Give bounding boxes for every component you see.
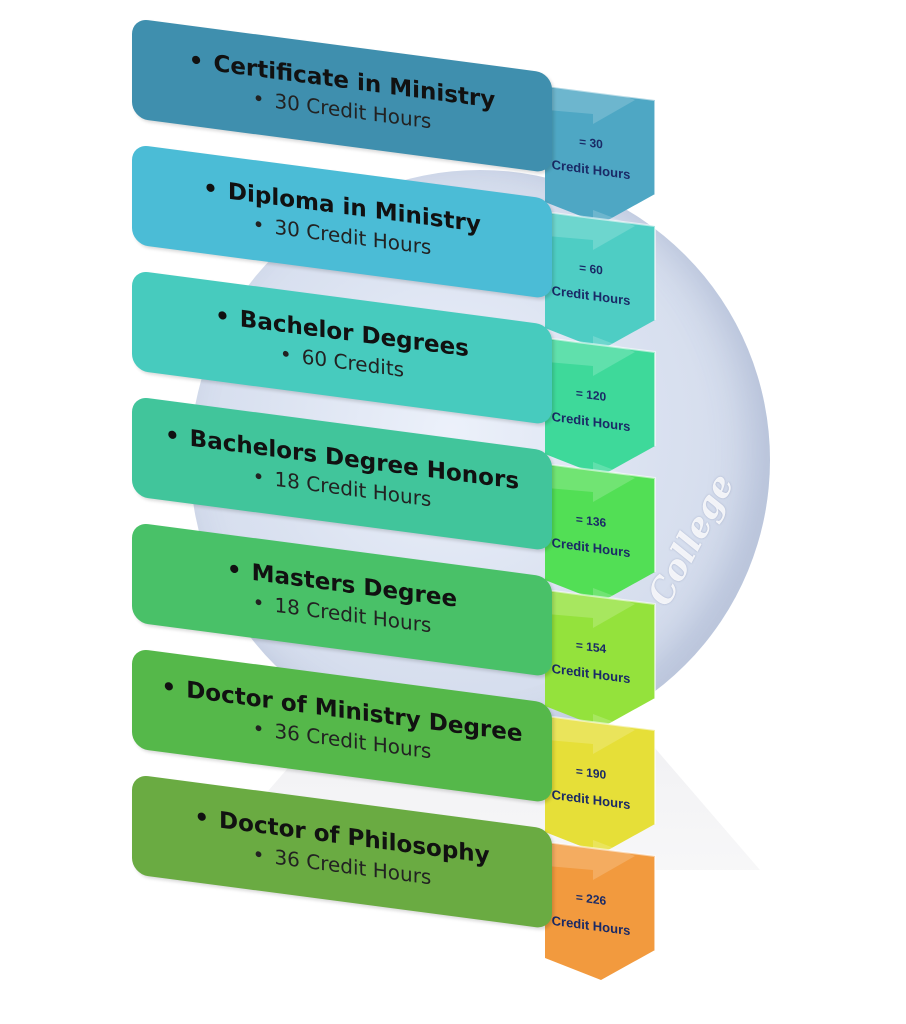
- down-arrow-icon: [544, 210, 656, 350]
- bullet-icon: •: [226, 556, 242, 585]
- bullet-icon: •: [252, 841, 265, 868]
- bullet-icon: •: [203, 175, 218, 204]
- step-content: •Certificate in Ministry•30 Credit Hours: [132, 40, 552, 149]
- degree-step: •Certificate in Ministry•30 Credit Hours: [132, 18, 552, 174]
- down-arrow-icon: [544, 588, 656, 728]
- bullet-icon: •: [252, 715, 265, 742]
- bullet-icon: •: [161, 673, 177, 702]
- down-arrow-icon: [544, 840, 656, 980]
- down-arrow-icon: [544, 84, 656, 224]
- bullet-icon: •: [252, 589, 265, 616]
- down-arrow-icon: [544, 462, 656, 602]
- bullet-icon: •: [215, 302, 230, 331]
- bullet-icon: •: [279, 341, 292, 368]
- bullet-icon: •: [188, 47, 204, 76]
- bullet-icon: •: [252, 463, 265, 490]
- down-arrow-icon: [544, 336, 656, 476]
- bullet-icon: •: [194, 804, 210, 833]
- bullet-icon: •: [252, 211, 265, 238]
- down-arrow-icon: [544, 714, 656, 854]
- bullet-icon: •: [164, 422, 180, 451]
- bullet-icon: •: [252, 85, 265, 112]
